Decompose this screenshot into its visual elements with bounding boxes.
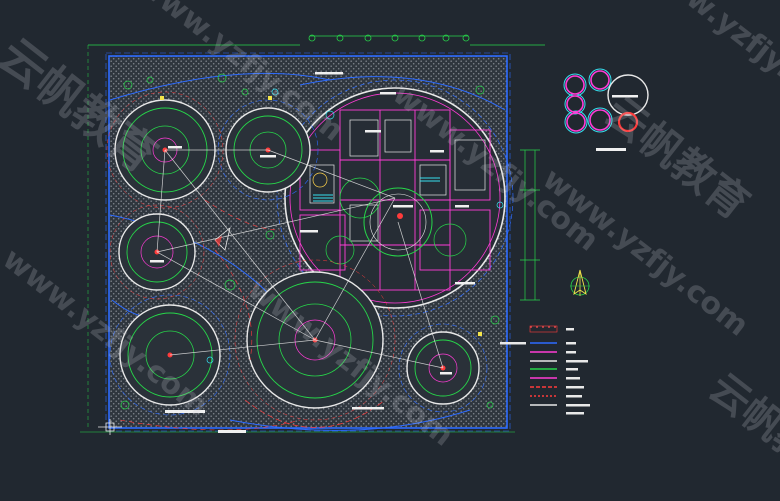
legend xyxy=(500,325,590,415)
legend-swatch-paving xyxy=(529,325,558,333)
key-plan-thumbnail xyxy=(563,68,649,151)
annotation-marks xyxy=(150,72,475,433)
north-arrow-icon xyxy=(570,269,590,296)
top-grid-axis xyxy=(308,34,470,42)
site-boundary xyxy=(108,55,508,429)
key-plan-caption-bar xyxy=(596,148,626,151)
cursor-icon xyxy=(98,419,122,435)
cad-drawing-canvas[interactable] xyxy=(0,0,780,465)
site-plan xyxy=(80,34,545,433)
axis-connection-lines xyxy=(156,149,444,369)
right-dimension-lines xyxy=(520,149,540,301)
